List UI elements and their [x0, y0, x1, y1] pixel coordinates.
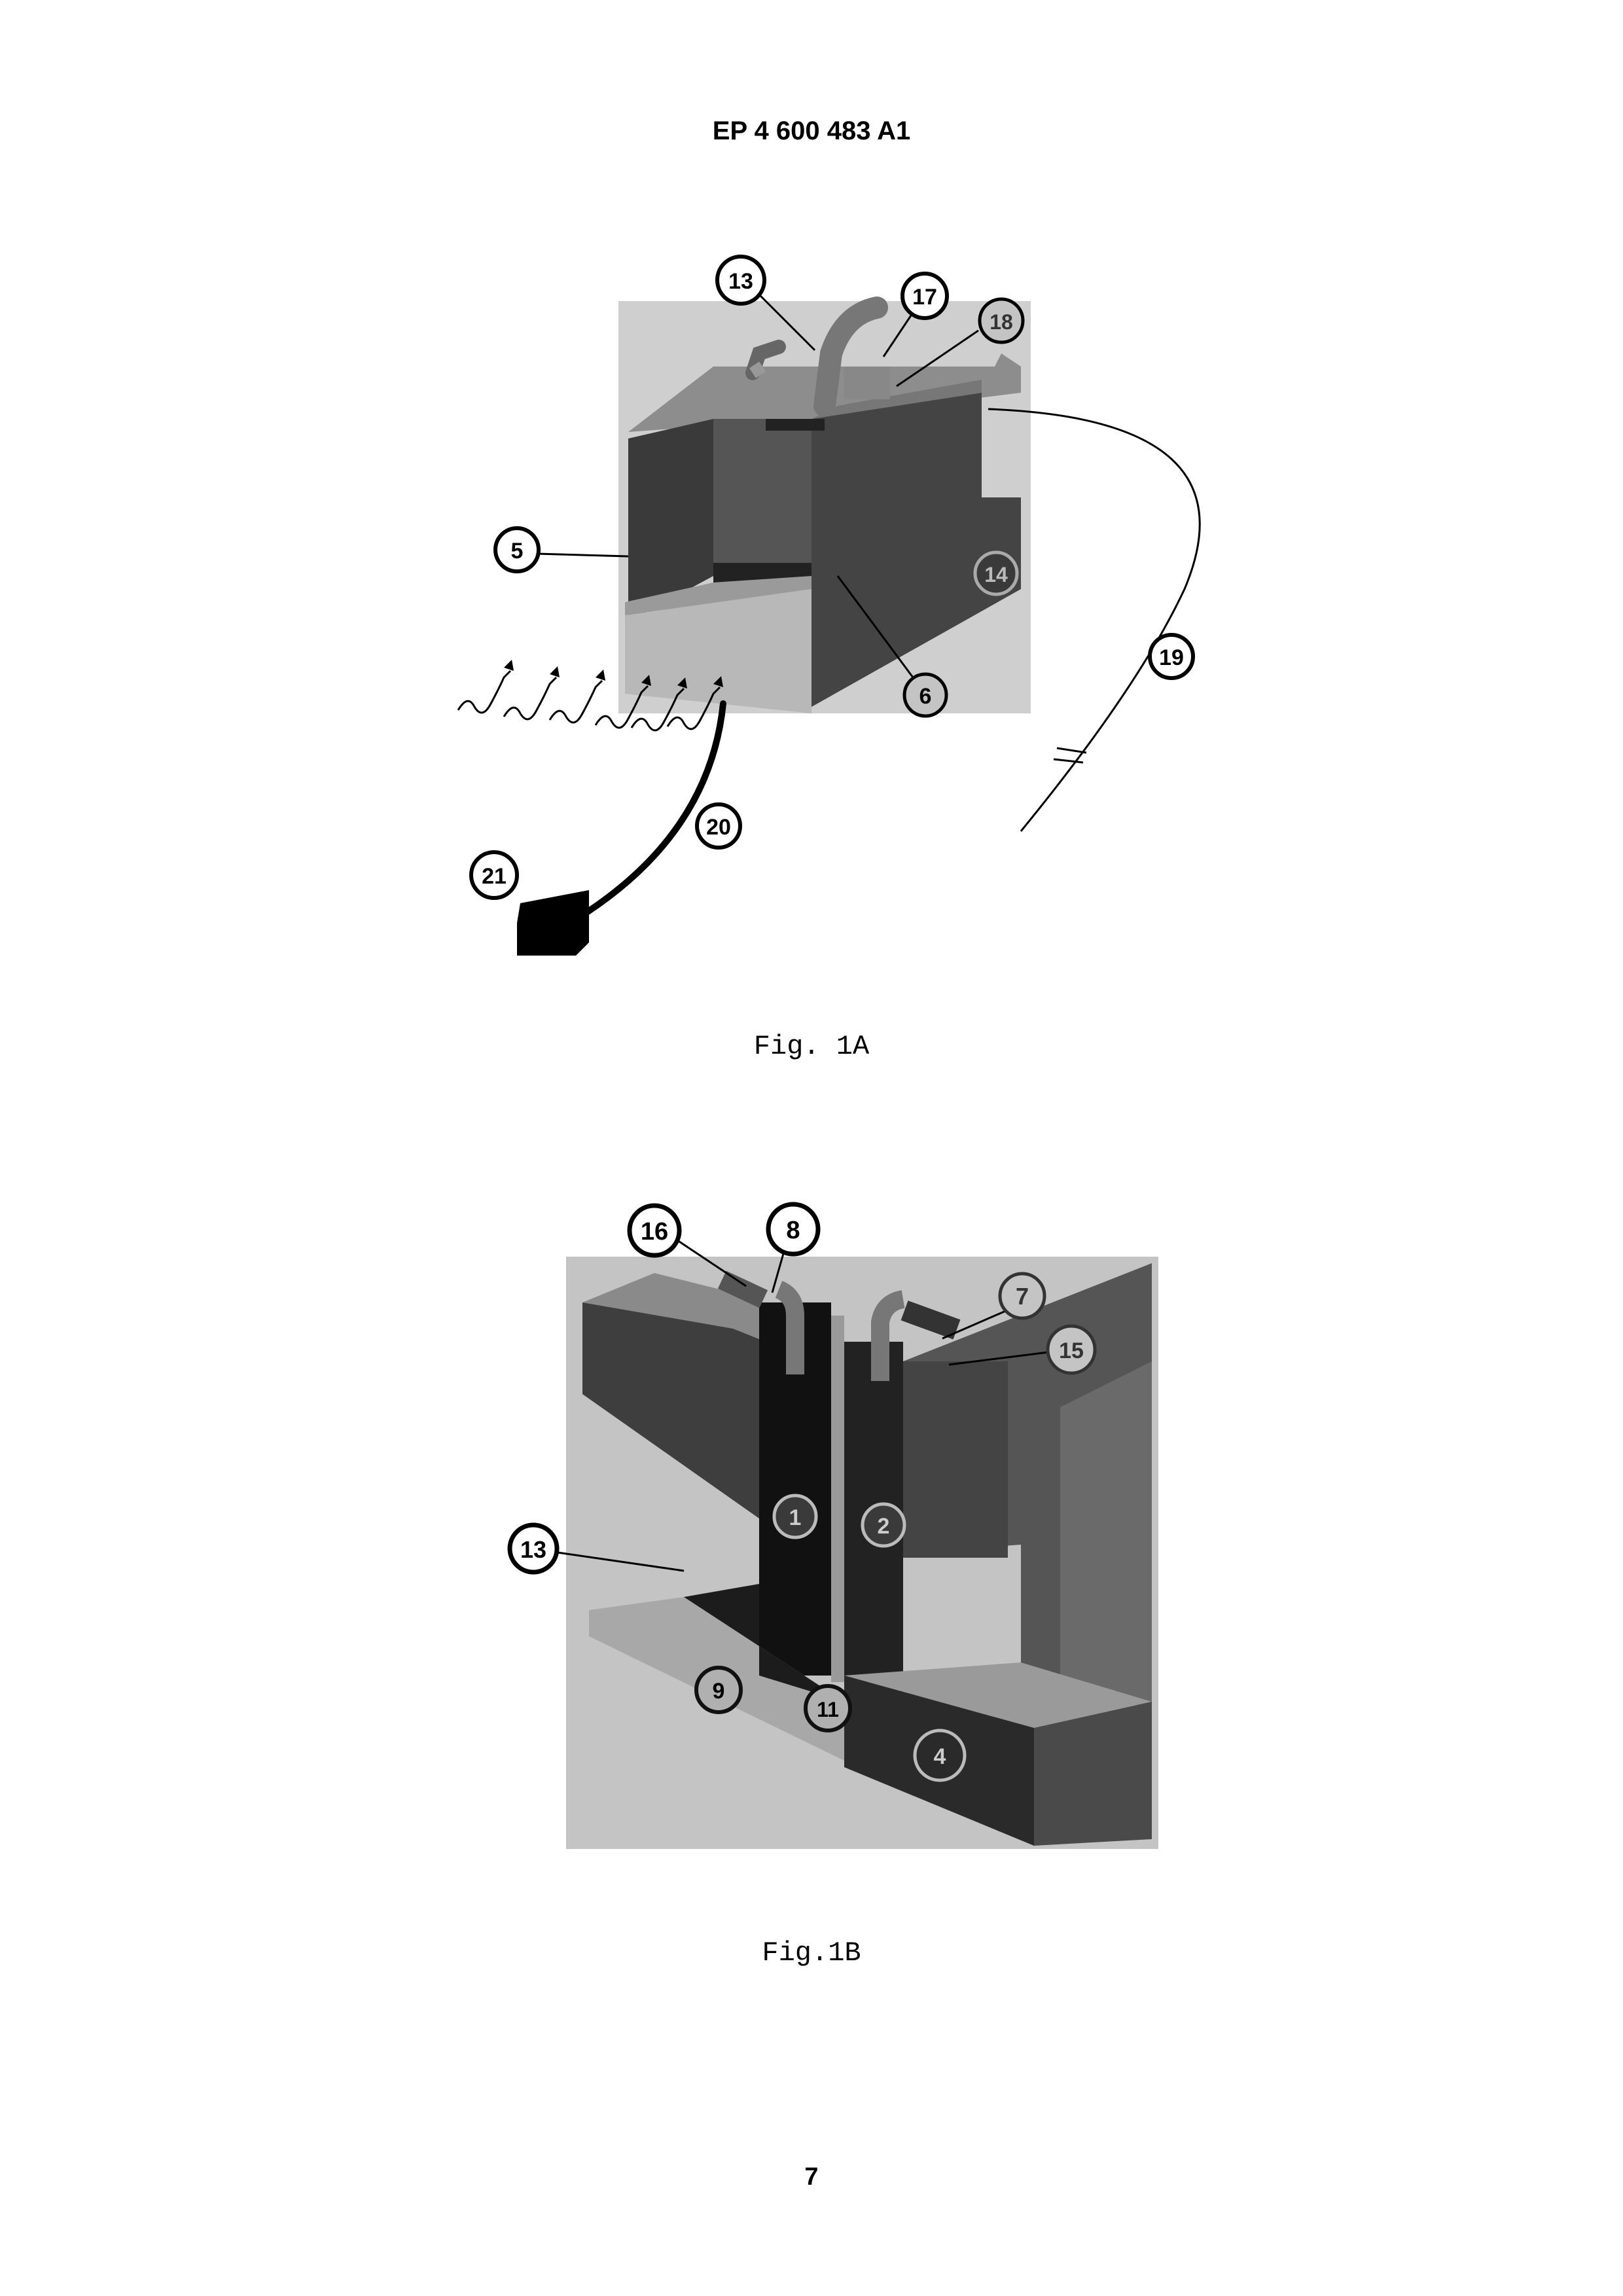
fig1a-callout-13: 13 — [717, 257, 764, 304]
fig1a-callout-17: 17 — [902, 274, 947, 318]
svg-text:13: 13 — [728, 269, 753, 294]
figure-1b-drawing: 16 8 7 15 1 2 13 9 — [0, 1178, 1623, 1911]
fig1a-callout-5: 5 — [495, 528, 539, 571]
svg-text:8: 8 — [786, 1217, 800, 1244]
fig1a-callout-6: 6 — [904, 674, 946, 716]
figure-1b: 16 8 7 15 1 2 13 9 — [0, 1178, 1623, 1911]
fig1b-block-right — [903, 1361, 1008, 1558]
fig1b-callout-11: 11 — [806, 1686, 850, 1731]
fig1a-pipe-left-end — [753, 367, 762, 373]
fig1a-callout-14: 14 — [975, 552, 1017, 594]
svg-text:21: 21 — [482, 864, 507, 889]
svg-text:4: 4 — [934, 1744, 946, 1769]
fig1a-top-slot — [766, 419, 825, 431]
fig1b-callout-16: 16 — [630, 1206, 679, 1255]
fig1b-callout-13: 13 — [510, 1525, 557, 1572]
fig1b-callout-1: 1 — [774, 1496, 816, 1537]
fig1a-callout-19: 19 — [1150, 635, 1193, 678]
fig1b-right-wing-face — [1060, 1361, 1152, 1702]
svg-text:1: 1 — [789, 1505, 802, 1530]
fig1a-cable-20 — [586, 704, 723, 913]
fig1b-callout-4: 4 — [915, 1731, 965, 1780]
fig1a-top-box — [844, 367, 890, 399]
fig1b-callout-2: 2 — [863, 1504, 904, 1546]
fig1b-callout-7: 7 — [1000, 1274, 1044, 1318]
svg-text:6: 6 — [919, 684, 932, 709]
svg-text:19: 19 — [1159, 645, 1184, 670]
figure-1a: 13 17 18 5 14 19 6 20 — [0, 0, 1623, 1021]
fig1a-callout-20: 20 — [697, 804, 740, 848]
page-number: 7 — [0, 2163, 1623, 2191]
fig1a-callout-21: 21 — [471, 852, 517, 898]
svg-text:13: 13 — [520, 1536, 546, 1563]
svg-text:5: 5 — [511, 539, 524, 564]
svg-text:20: 20 — [706, 815, 731, 840]
svg-text:11: 11 — [817, 1698, 839, 1721]
figure-1a-drawing: 13 17 18 5 14 19 6 20 — [0, 0, 1623, 1021]
fig1a-callout-18: 18 — [980, 299, 1023, 342]
svg-text:14: 14 — [984, 563, 1008, 586]
fig1b-callout-15: 15 — [1048, 1326, 1095, 1373]
figure-1b-caption: Fig.1B — [0, 1937, 1623, 1969]
svg-text:15: 15 — [1059, 1338, 1084, 1363]
svg-text:7: 7 — [1016, 1283, 1029, 1310]
svg-text:2: 2 — [878, 1514, 890, 1539]
fig1b-callout-8: 8 — [768, 1204, 818, 1254]
svg-text:9: 9 — [713, 1679, 725, 1704]
svg-text:16: 16 — [641, 1218, 668, 1246]
fig1b-callout-9: 9 — [696, 1668, 741, 1712]
fig1a-box-21 — [517, 890, 589, 956]
svg-text:17: 17 — [912, 285, 937, 310]
figure-1a-caption: Fig. 1A — [0, 1031, 1623, 1062]
fig1a-inner-back — [713, 419, 812, 576]
svg-text:18: 18 — [990, 310, 1013, 334]
fig1b-divider — [831, 1316, 844, 1682]
